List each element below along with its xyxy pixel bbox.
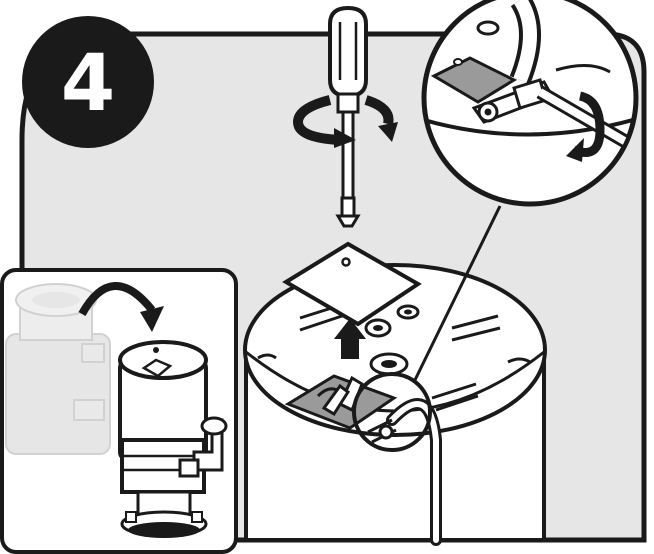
inset-panel xyxy=(2,270,236,552)
screw xyxy=(338,198,358,226)
step-number-badge: 4 xyxy=(22,16,154,148)
step-number: 4 xyxy=(61,39,115,129)
disposer-unit xyxy=(245,265,545,540)
magnified-detail xyxy=(424,0,640,204)
